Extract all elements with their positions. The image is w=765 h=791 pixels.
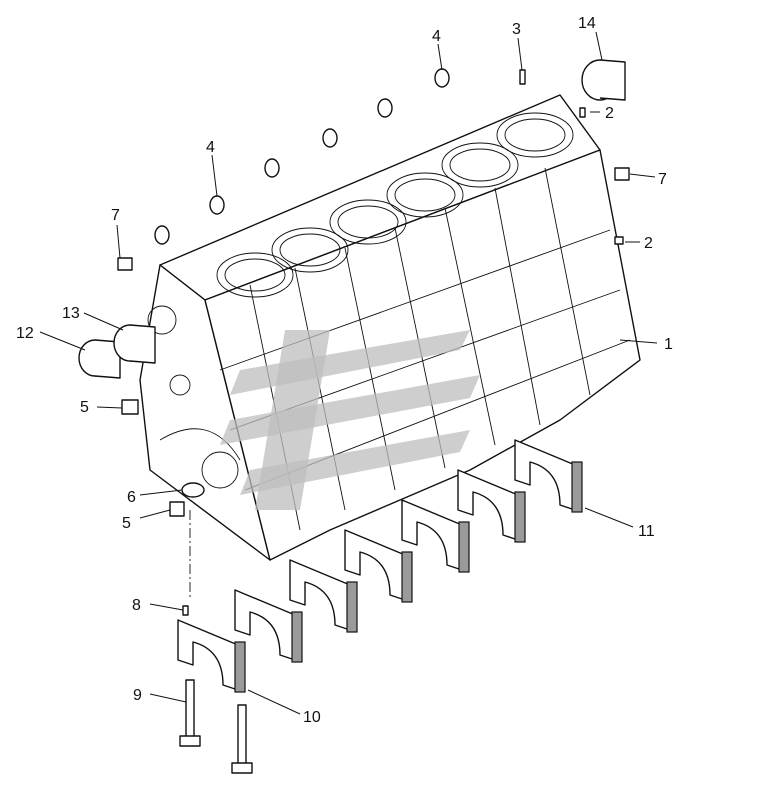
bearing-cap bbox=[289, 559, 358, 633]
bearing-cap bbox=[401, 499, 470, 573]
watermark-logo bbox=[220, 330, 480, 510]
callout-12: 12 bbox=[16, 325, 34, 342]
callout-1: 1 bbox=[664, 336, 673, 353]
callout-2-side: 2 bbox=[644, 235, 653, 252]
cap-bolts bbox=[179, 679, 253, 774]
bearing-cap bbox=[344, 529, 413, 603]
callout-2-top: 2 bbox=[605, 105, 614, 122]
callout-7-left: 7 bbox=[111, 207, 120, 224]
bearing-cap bbox=[457, 469, 526, 543]
sleeve-14 bbox=[581, 59, 626, 101]
callout-3: 3 bbox=[512, 21, 521, 38]
leader-lines bbox=[39, 31, 658, 715]
plugs-4 bbox=[154, 68, 450, 245]
callout-7-right: 7 bbox=[658, 171, 667, 188]
callout-10: 10 bbox=[303, 709, 321, 726]
callout-6: 6 bbox=[127, 489, 136, 506]
plugs-5 bbox=[121, 399, 185, 517]
callout-8: 8 bbox=[132, 597, 141, 614]
callout-9: 9 bbox=[133, 687, 142, 704]
callout-11: 11 bbox=[638, 523, 655, 540]
bearing-cap bbox=[177, 619, 246, 693]
callout-13: 13 bbox=[62, 305, 80, 322]
screw-plugs-7 bbox=[117, 167, 630, 271]
callout-labels: 1 2 2 3 4 4 5 5 6 7 7 8 9 10 11 12 13 14 bbox=[16, 15, 673, 726]
callout-5-upper: 5 bbox=[80, 399, 89, 416]
pins-2-3-8 bbox=[182, 69, 624, 616]
main-bearing-caps bbox=[177, 439, 583, 693]
callout-5-lower: 5 bbox=[122, 515, 131, 532]
cylinder-liners-12-13 bbox=[78, 324, 156, 379]
callout-14: 14 bbox=[578, 15, 596, 32]
callout-4-left: 4 bbox=[206, 139, 215, 156]
bearing-cap bbox=[234, 589, 303, 663]
bearing-cap bbox=[514, 439, 583, 513]
callout-4-top: 4 bbox=[432, 28, 441, 45]
o-ring-6 bbox=[181, 482, 205, 498]
